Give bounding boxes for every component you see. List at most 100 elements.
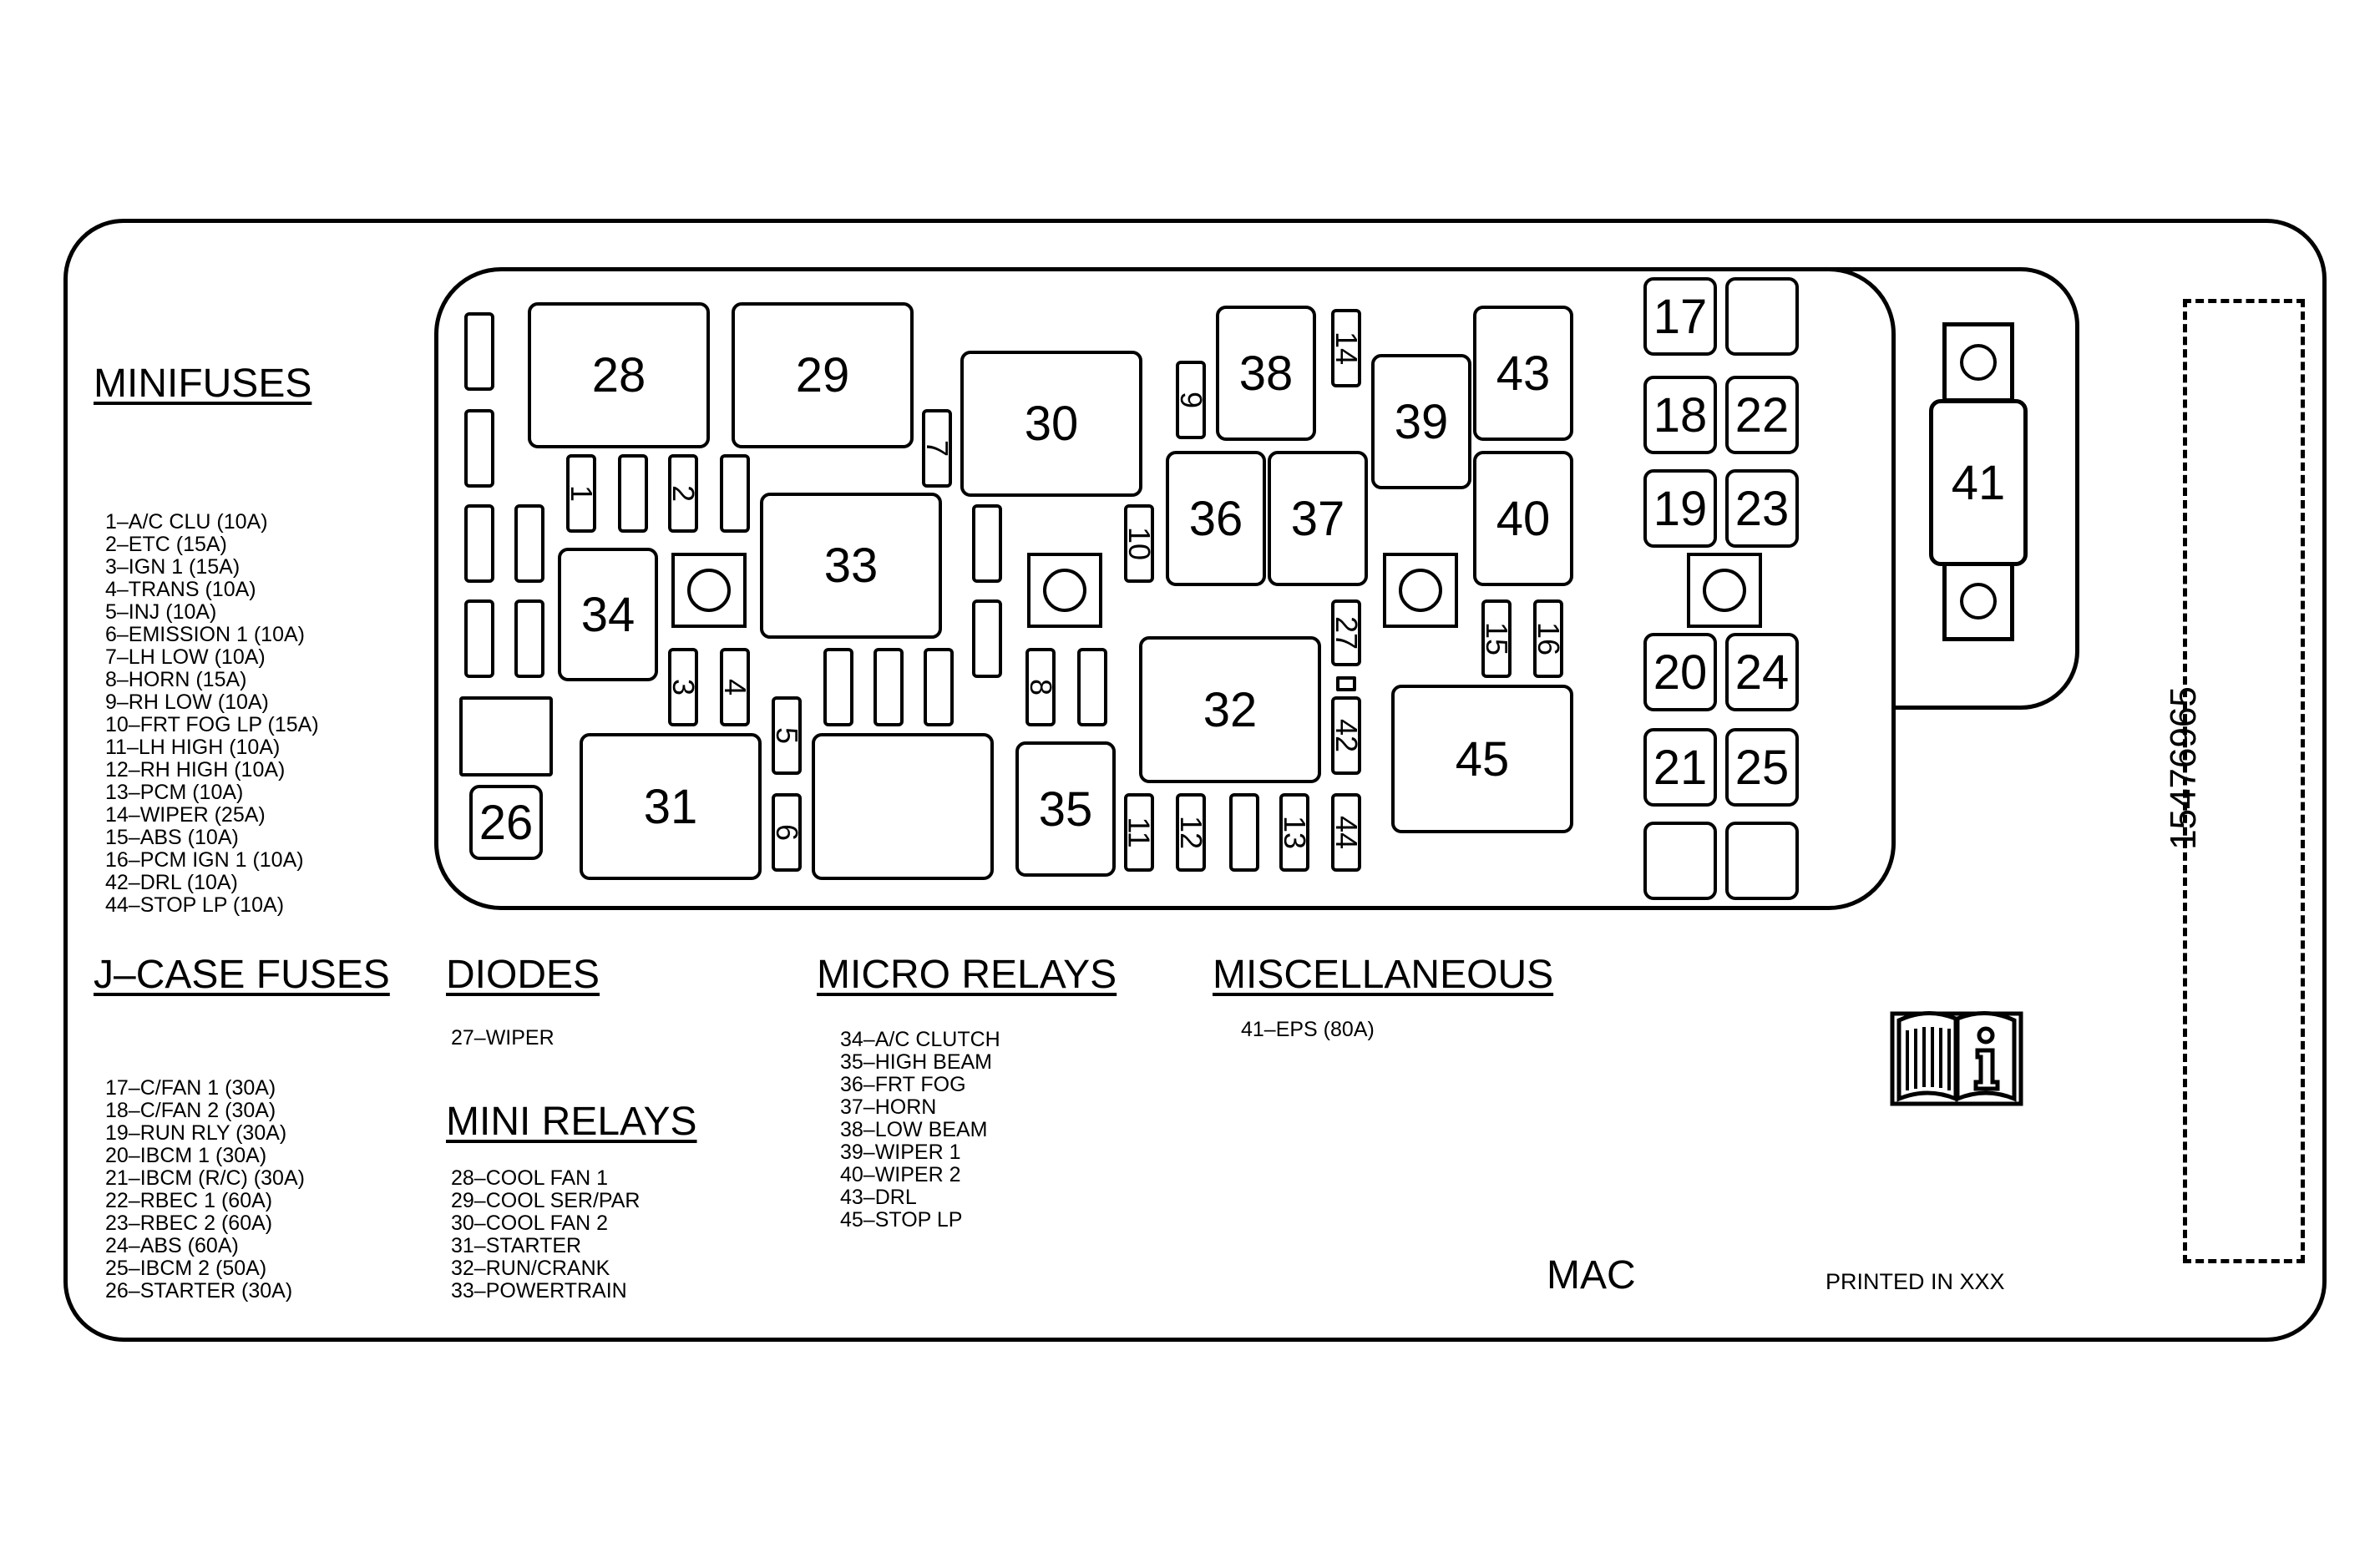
list-item: 37–HORN <box>840 1095 937 1119</box>
list-item: 22–RBEC 1 (60A) <box>105 1189 273 1212</box>
list-item: 45–STOP LP <box>840 1208 963 1232</box>
minifuse-10: 10 <box>1122 504 1157 583</box>
relay-34: 34 <box>558 548 658 681</box>
mounting-hole <box>671 553 747 628</box>
jcase-fuse-20: 20 <box>1643 633 1717 711</box>
spare-slot <box>514 504 544 583</box>
list-item: 31–STARTER <box>451 1234 582 1257</box>
micro-relays-heading: MICRO RELAYS <box>817 953 1117 997</box>
jcase-fuse-17: 17 <box>1643 277 1717 356</box>
relay-36: 36 <box>1166 451 1266 586</box>
bolt-ring-icon <box>1399 569 1442 612</box>
spare-slot <box>874 648 904 726</box>
list-item: 18–C/FAN 2 (30A) <box>105 1099 276 1122</box>
list-item: 34–A/C CLUTCH <box>840 1028 1000 1051</box>
relay-38: 38 <box>1216 306 1316 441</box>
part-number: 15476965 <box>2163 686 2204 850</box>
list-item: 24–ABS (60A) <box>105 1234 239 1257</box>
list-item: 20–IBCM 1 (30A) <box>105 1144 267 1167</box>
jcase-fuse-24: 24 <box>1725 633 1799 711</box>
spare-slot <box>972 599 1002 678</box>
spare-slot <box>464 312 494 391</box>
fuse-41-terminal-bottom <box>1942 561 2014 641</box>
list-item: 26–STARTER (30A) <box>105 1279 293 1303</box>
bolt-ring-icon <box>1960 344 1997 381</box>
relay-45: 45 <box>1391 685 1573 833</box>
jcase-fuse-25: 25 <box>1725 728 1799 807</box>
minifuse-6: 6 <box>770 793 804 872</box>
list-item: 16–PCM IGN 1 (10A) <box>105 848 304 872</box>
minifuse-44: 44 <box>1329 793 1364 872</box>
list-item: 21–IBCM (R/C) (30A) <box>105 1166 305 1190</box>
relay-empty-bottom <box>812 733 994 880</box>
relay-29: 29 <box>732 302 914 448</box>
list-item: 39–WIPER 1 <box>840 1141 961 1164</box>
list-item: 11–LH HIGH (10A) <box>105 736 281 759</box>
relay-31: 31 <box>580 733 762 880</box>
spare-slot <box>618 454 648 533</box>
list-item: 1–A/C CLU (10A) <box>105 510 268 534</box>
mounting-hole <box>1383 553 1458 628</box>
relay-43: 43 <box>1473 306 1573 441</box>
jcase-fuse-26: 26 <box>469 785 543 860</box>
jcase-fuses-heading: J–CASE FUSES <box>94 953 390 997</box>
minifuses-heading: MINIFUSES <box>94 362 312 406</box>
minifuse-12: 12 <box>1174 793 1208 872</box>
list-item: 32–RUN/CRANK <box>451 1257 610 1280</box>
diodes-list: 27–WIPER <box>451 1027 554 1050</box>
jcase-fuse-empty-top <box>1725 277 1799 356</box>
bolt-ring-icon <box>1960 583 1997 620</box>
bolt-ring-icon <box>1043 569 1086 612</box>
list-item: 15–ABS (10A) <box>105 826 239 849</box>
mac-label: MAC <box>1547 1253 1636 1297</box>
list-item: 23–RBEC 2 (60A) <box>105 1211 273 1235</box>
list-item: 33–POWERTRAIN <box>451 1279 627 1303</box>
list-item: 30–COOL FAN 2 <box>451 1211 609 1235</box>
mini-relays-heading: MINI RELAYS <box>446 1100 697 1144</box>
miscellaneous-list: 41–EPS (80A) <box>1241 1019 1375 1041</box>
jcase-fuse-22: 22 <box>1725 376 1799 454</box>
diodes-heading: DIODES <box>446 953 600 997</box>
list-item: 2–ETC (15A) <box>105 533 227 556</box>
fuse-block-label-frame <box>63 219 2327 1342</box>
spare-slot <box>1229 793 1259 872</box>
jcase-fuse-empty-bottom <box>1643 822 1717 900</box>
spare-slot <box>720 454 750 533</box>
list-item: 14–WIPER (25A) <box>105 803 266 827</box>
minifuse-13: 13 <box>1278 793 1312 872</box>
list-item: 12–RH HIGH (10A) <box>105 758 286 782</box>
minifuse-42: 42 <box>1329 696 1364 775</box>
mounting-hole <box>1687 553 1762 628</box>
minifuse-5: 5 <box>770 696 804 775</box>
spare-slot <box>464 504 494 583</box>
list-item: 29–COOL SER/PAR <box>451 1189 641 1212</box>
spare-slot <box>514 599 544 678</box>
diode-27: 27 <box>1329 599 1364 666</box>
jcase-fuse-empty-bottom <box>1725 822 1799 900</box>
list-item: 41–EPS (80A) <box>1241 1018 1375 1041</box>
list-item: 43–DRL <box>840 1186 917 1209</box>
list-item: 5–INJ (10A) <box>105 600 217 624</box>
minifuse-9: 9 <box>1174 361 1208 439</box>
list-item: 10–FRT FOG LP (15A) <box>105 713 319 736</box>
list-item: 3–IGN 1 (15A) <box>105 555 241 579</box>
spare-slot <box>464 599 494 678</box>
minifuse-16: 16 <box>1532 599 1566 678</box>
relay-40: 40 <box>1473 451 1573 586</box>
minifuse-4: 4 <box>718 648 752 726</box>
list-item: 7–LH LOW (10A) <box>105 645 266 669</box>
list-item: 4–TRANS (10A) <box>105 578 256 601</box>
spare-slot <box>924 648 954 726</box>
eps-fuse-41: 41 <box>1929 399 2028 566</box>
minifuse-3: 3 <box>666 648 701 726</box>
relay-32: 32 <box>1139 636 1321 783</box>
relay-37: 37 <box>1268 451 1368 586</box>
jcase-fuse-19: 19 <box>1643 469 1717 548</box>
miscellaneous-heading: MISCELLANEOUS <box>1213 953 1554 997</box>
minifuse-1: 1 <box>565 454 599 533</box>
list-item: 8–HORN (15A) <box>105 668 247 691</box>
jcase-fuse-23: 23 <box>1725 469 1799 548</box>
relay-35: 35 <box>1015 741 1116 877</box>
list-item: 6–EMISSION 1 (10A) <box>105 623 305 646</box>
list-item: 38–LOW BEAM <box>840 1118 988 1141</box>
